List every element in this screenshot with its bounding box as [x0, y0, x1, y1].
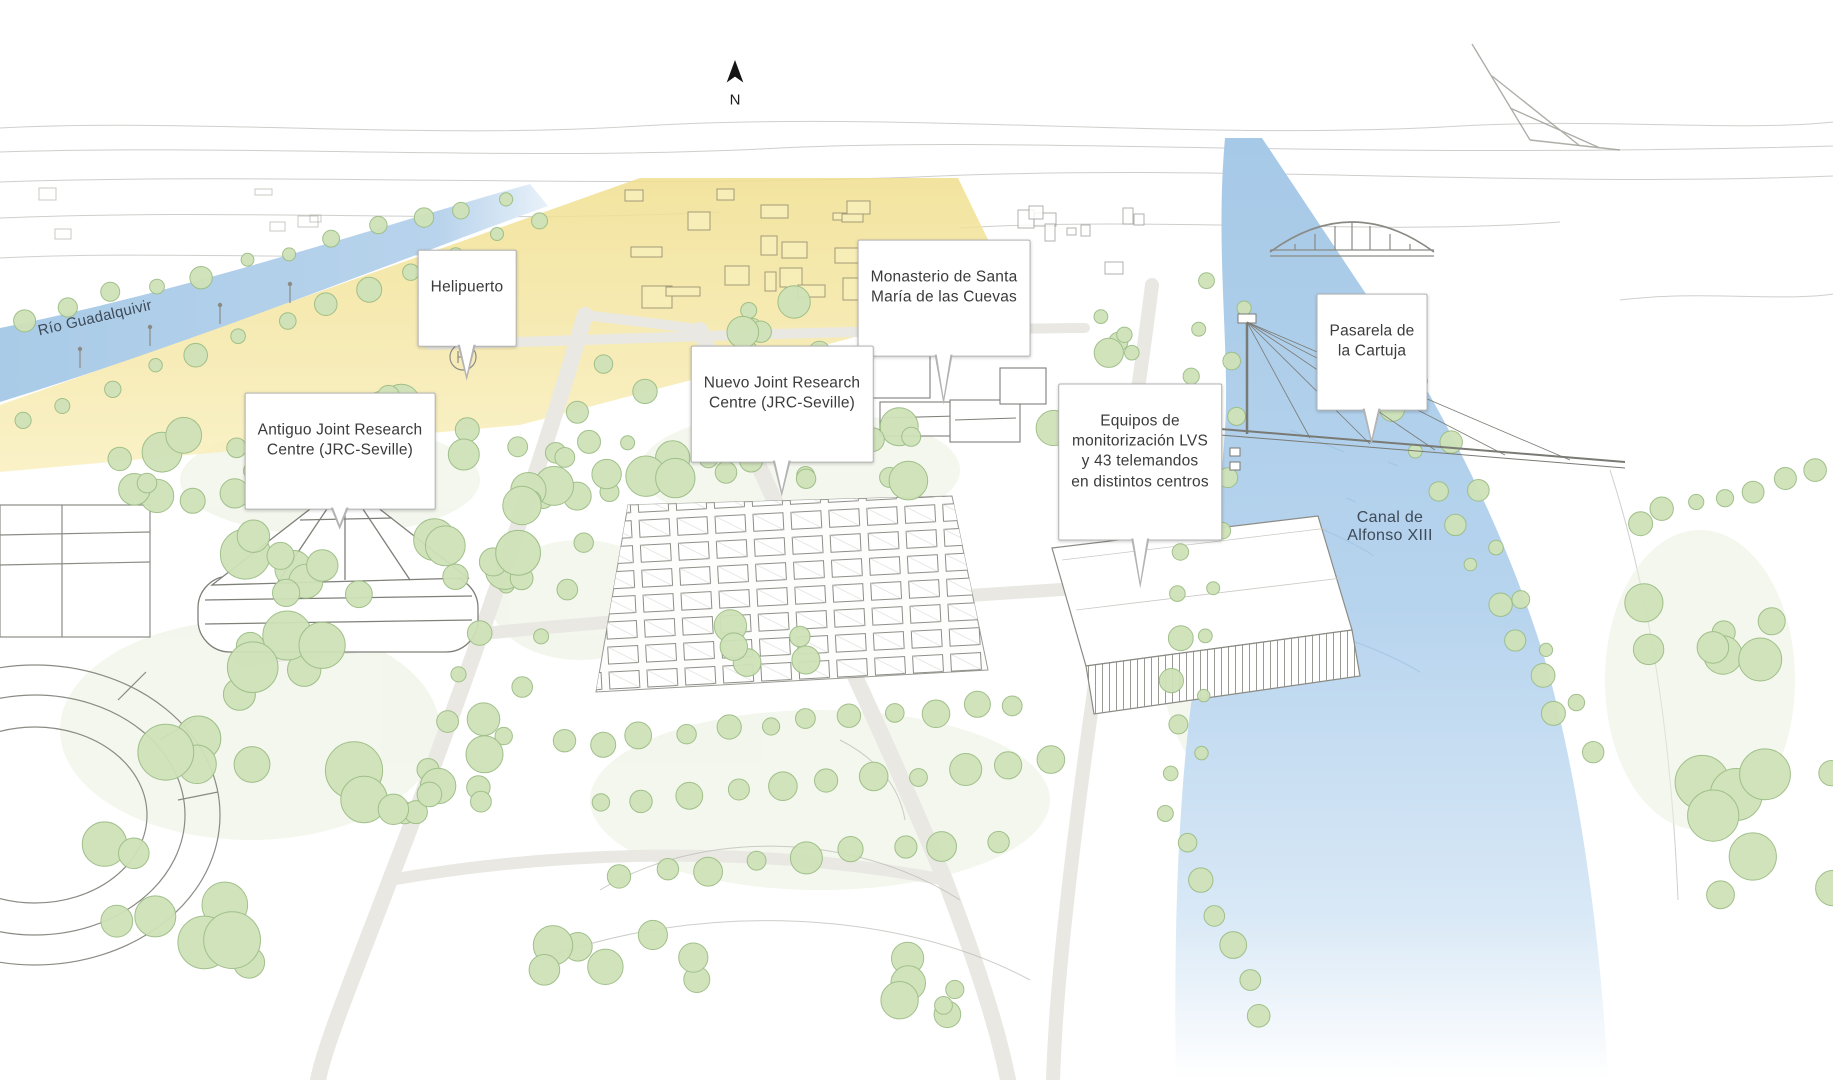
callout-equipos-label: Equipos de monitorización LVS y 43 telem…	[1071, 412, 1209, 491]
equipos-building	[1051, 515, 1361, 715]
alamillo-bridge-hint	[1471, 43, 1621, 151]
callout-pointer-fill	[1365, 407, 1379, 439]
canal-alfonso-label: Canal de Alfonso XIII	[1347, 509, 1433, 544]
callout-pasarela-label: Pasarela de la Cartuja	[1329, 322, 1415, 360]
callout-pointer-fill	[460, 343, 474, 375]
compass: N	[725, 60, 745, 109]
callout-pointer-fill	[775, 459, 789, 491]
canal-water	[1175, 138, 1608, 1080]
north-label: N	[729, 91, 741, 109]
barqueta-bridge	[1269, 221, 1435, 257]
callout-nuevo-jrc: Nuevo Joint Research Centre (JRC-Seville…	[690, 345, 874, 497]
cube-grid-building	[595, 495, 989, 693]
nuevo-jrc-buildings	[949, 367, 1047, 443]
callout-pointer-fill	[937, 353, 951, 398]
callout-pointer-fill	[332, 506, 347, 525]
callout-nuevo-jrc-label: Nuevo Joint Research Centre (JRC-Seville…	[703, 374, 861, 412]
callout-pointer-fill	[1132, 537, 1147, 582]
callout-monasterio: Monasterio de Santa María de las Cuevas	[857, 239, 1031, 405]
north-arrow-icon	[726, 60, 744, 83]
left-office-building	[0, 504, 151, 638]
callout-antiguo-jrc: Antiguo Joint Research Centre (JRC-Sevil…	[244, 392, 436, 530]
lampposts	[77, 281, 293, 368]
callout-helipuerto: Helipuerto	[417, 249, 517, 381]
callout-pasarela: Pasarela de la Cartuja	[1316, 293, 1428, 445]
callout-helipuerto-label: Helipuerto	[430, 278, 504, 296]
rio-guadalquivir-water	[0, 184, 548, 402]
stadium	[0, 664, 221, 966]
callout-monasterio-label: Monasterio de Santa María de las Cuevas	[870, 268, 1018, 306]
callout-equipos: Equipos de monitorización LVS y 43 telem…	[1058, 383, 1222, 589]
callout-antiguo-jrc-label: Antiguo Joint Research Centre (JRC-Sevil…	[257, 421, 423, 459]
